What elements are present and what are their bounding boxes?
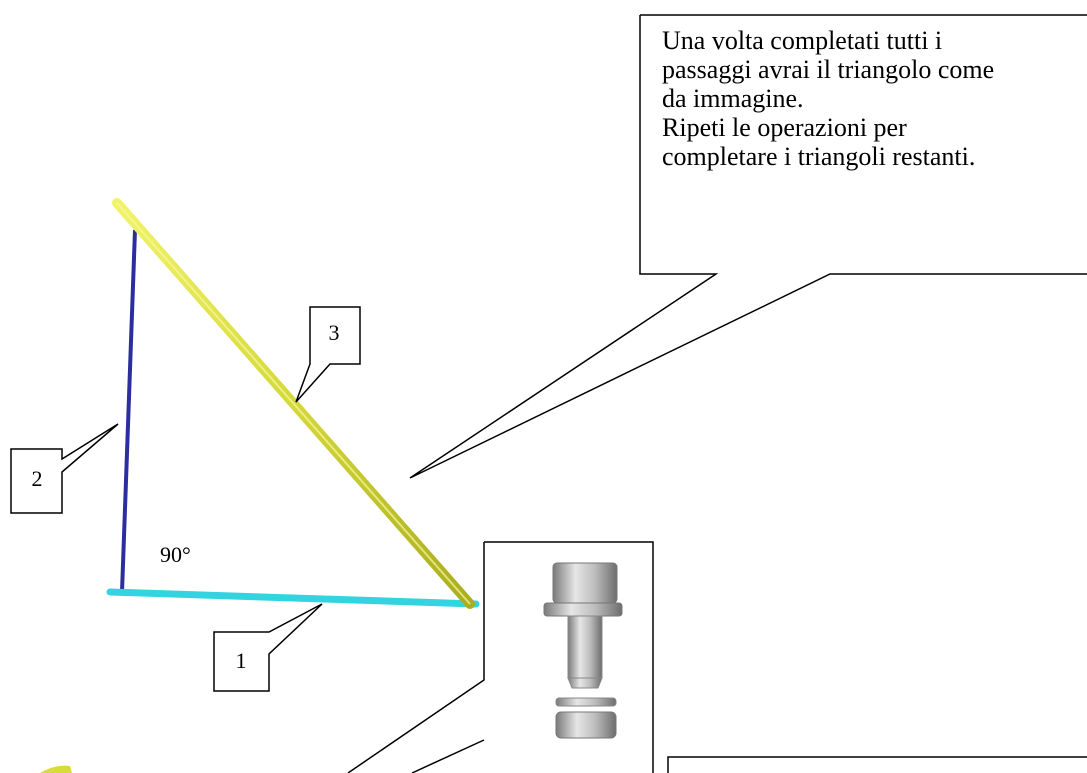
label-3-callout	[295, 306, 361, 403]
part-label-3: 3	[328, 320, 340, 345]
bolt-washer-nut-icon	[543, 562, 623, 739]
label-2-callout	[10, 423, 119, 514]
right-angle-label: 90°	[160, 542, 191, 567]
hardware-callout	[347, 541, 654, 773]
part-label-1: 1	[235, 648, 247, 673]
part-label-2: 2	[31, 466, 43, 491]
label-1-callout	[213, 603, 323, 692]
partial-yellow-part	[40, 765, 72, 773]
next-step-box	[667, 756, 1087, 773]
note-callout	[409, 14, 1087, 479]
bar-2-vertical	[120, 229, 137, 593]
instruction-note: Una volta completati tutti i passaggi av…	[662, 26, 995, 171]
bar-1-horizontal	[106, 588, 480, 608]
